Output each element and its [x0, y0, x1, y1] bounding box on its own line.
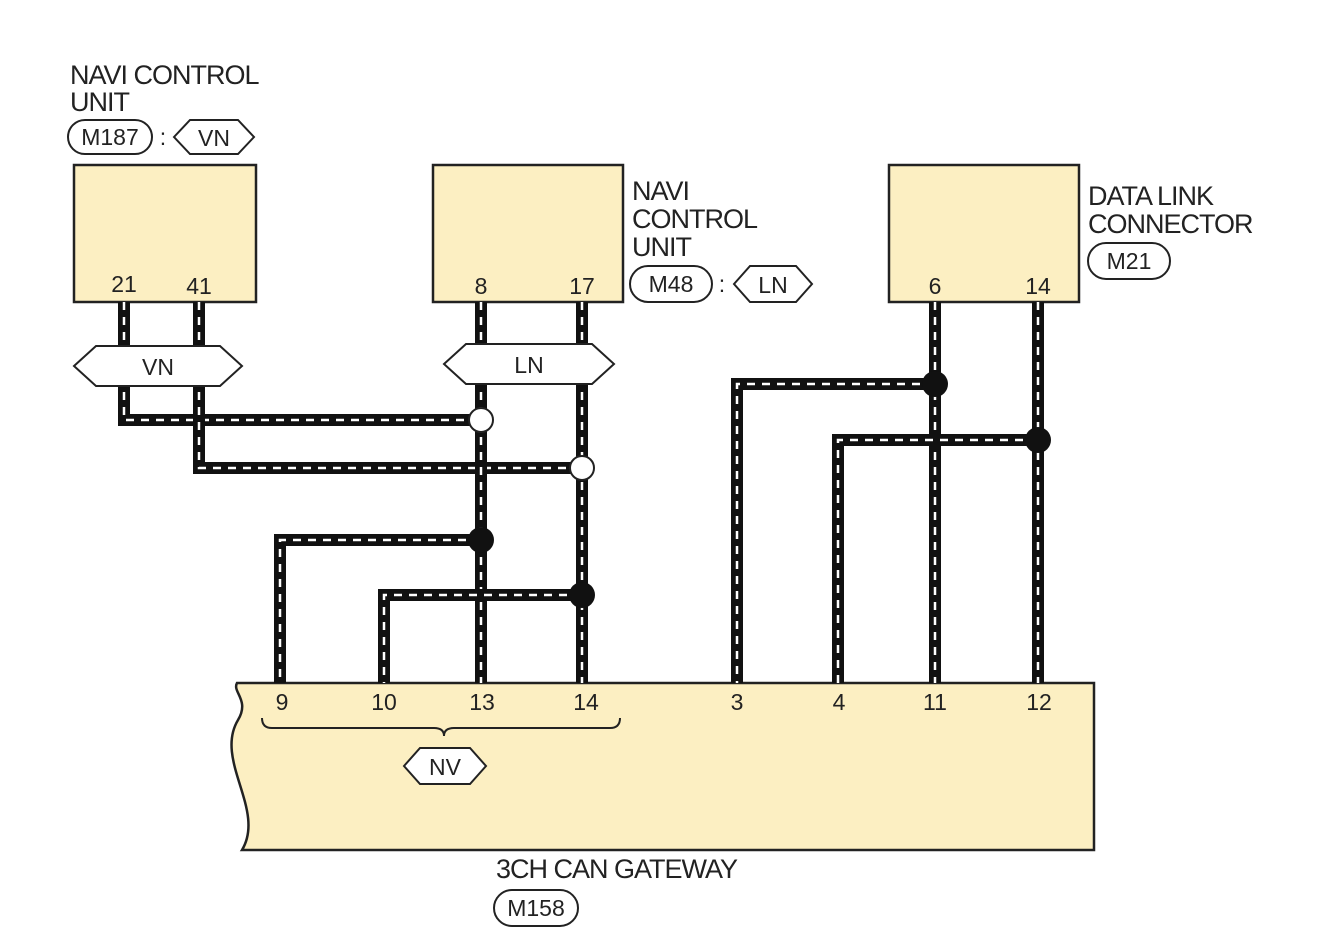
pin-number: 11: [923, 689, 947, 715]
connector-tag-nv-text: NV: [429, 754, 462, 780]
pin-number: 10: [371, 689, 397, 715]
pin-number: 6: [929, 273, 942, 299]
navi-m48-name-line2: CONTROL: [632, 204, 758, 234]
navi-m187-name-line2: UNIT: [70, 87, 129, 117]
joint-dot-icon: [922, 371, 948, 397]
pin-number: 4: [833, 689, 846, 715]
harness-tag-ln-text: LN: [514, 352, 543, 378]
pin-number: 9: [276, 689, 289, 715]
navi-m187-name-line1: NAVI CONTROL: [70, 60, 260, 90]
joint-dot-icon: [1025, 427, 1051, 453]
connector-id-badge: [67, 119, 153, 155]
connector-tag-vn-text: VN: [198, 125, 230, 151]
harness-tag-vn: [72, 345, 244, 387]
pin-number: 8: [475, 273, 488, 299]
separator-colon: :: [719, 271, 725, 297]
connector-id-badge: [1087, 242, 1171, 280]
navi-control-unit-m187-box: [72, 163, 258, 304]
connector-id-m21: M21: [1107, 248, 1152, 274]
pin-number: 3: [731, 689, 744, 715]
pin-number: 17: [569, 273, 595, 299]
open-splice-icon: [468, 407, 494, 433]
harness-tag-vn-text: VN: [142, 354, 174, 380]
connector-id-m48: M48: [649, 271, 694, 297]
pin-group-brace: [261, 717, 621, 737]
pin-number: 21: [111, 271, 137, 297]
connector-tag-ln-text: LN: [758, 272, 787, 298]
joint-dot-icon: [468, 527, 494, 553]
pin-number: 14: [573, 689, 599, 715]
dlc-name-line2: CONNECTOR: [1088, 209, 1253, 239]
dlc-name-line1: DATA LINK: [1088, 181, 1214, 211]
separator-colon: :: [160, 124, 166, 150]
gateway-name: 3CH CAN GATEWAY: [496, 854, 738, 884]
pin-number: 13: [469, 689, 495, 715]
connector-tag-vn: [172, 119, 256, 155]
can-gateway-box: [230, 681, 1096, 852]
navi-m48-name-line3: UNIT: [632, 232, 691, 262]
pin-number: 14: [1025, 273, 1051, 299]
connector-tag-ln: [732, 265, 814, 303]
open-splice-icon: [569, 455, 595, 481]
pin-number: 41: [186, 273, 212, 299]
pin-number: 12: [1026, 689, 1052, 715]
navi-m48-name-line1: NAVI: [632, 176, 689, 206]
connector-id-badge: [629, 265, 713, 303]
connector-id-m187: M187: [81, 124, 139, 150]
joint-dot-icon: [569, 582, 595, 608]
connector-tag-nv: [402, 747, 488, 785]
connector-id-m158: M158: [507, 895, 565, 921]
navi-control-unit-m48-box: [431, 163, 625, 304]
connector-id-badge: [493, 889, 579, 927]
splice-points: [468, 371, 1051, 608]
harness-tag-ln: [442, 343, 616, 385]
data-link-connector-box: [887, 163, 1081, 304]
